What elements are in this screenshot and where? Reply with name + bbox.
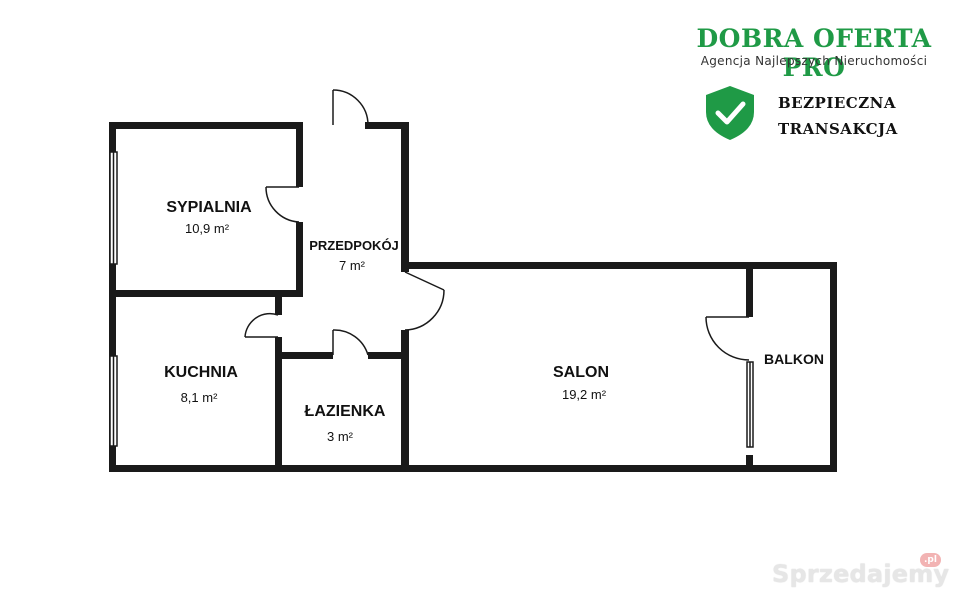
wall-lazienka-top-right: [368, 352, 408, 359]
door-balkon: [705, 316, 750, 361]
room-area-przedpokoj: 7 m²: [339, 258, 365, 273]
badge-line2: TRANSAKCJA: [778, 120, 898, 138]
wall-top-left: [109, 122, 299, 129]
door-sypialnia: [265, 186, 300, 223]
room-name-sypialnia: SYPIALNIA: [166, 199, 252, 216]
wall-hall-top: [365, 122, 409, 129]
room-name-lazienka: ŁAZIENKA: [304, 403, 386, 420]
room-area-lazienka: 3 m²: [327, 429, 353, 444]
wall-sypialnia-right-upper: [296, 122, 303, 187]
wall-hall-right-upper: [401, 122, 409, 272]
badge-text: BEZPIECZNA TRANSAKCJA: [778, 90, 898, 142]
wall-sypialnia-kuchnia: [109, 290, 279, 297]
windows: [109, 151, 754, 448]
room-name-balkon: BALKON: [764, 351, 824, 367]
room-area-kuchnia: 8,1 m²: [180, 390, 218, 405]
room-name-kuchnia: KUCHNIA: [164, 364, 238, 381]
wall-kuchnia-right-lower: [275, 337, 282, 472]
wall-kuchnia-right: [275, 290, 282, 315]
wall-salon-right-upper: [746, 262, 753, 317]
door-entrance: [332, 89, 369, 126]
watermark-badge: .pl: [920, 553, 941, 567]
room-area-salon: 19,2 m²: [561, 387, 607, 402]
wall-balkon-right: [830, 262, 837, 472]
wall-lazienka-right: [401, 330, 409, 472]
wall-lazienka-top-left: [275, 352, 333, 359]
door-kuchnia: [244, 312, 279, 338]
door-salon: [404, 271, 445, 331]
wall-hall-small: [279, 290, 303, 297]
walls: [109, 122, 837, 472]
wall-salon-right-lower: [746, 455, 753, 472]
room-name-salon: SALON: [553, 364, 609, 381]
doors: [244, 89, 750, 361]
room-name-przedpokoj: PRZEDPOKÓJ: [309, 238, 399, 253]
door-lazienka: [332, 329, 369, 356]
room-area-sypialnia: 10,9 m²: [184, 221, 230, 236]
badge-line1: BEZPIECZNA: [778, 94, 897, 112]
shield-check-icon: [706, 86, 754, 140]
brand-title: DOBRA OFERTA PRO: [696, 24, 932, 82]
wall-bottom-outer: [109, 465, 837, 472]
watermark-logo: Sprzedajemy: [772, 560, 950, 588]
wall-sypialnia-right-lower: [296, 222, 303, 297]
brand-subtitle: Agencja Najlepszych Nieruchomości: [700, 54, 928, 68]
wall-salon-top: [401, 262, 837, 269]
